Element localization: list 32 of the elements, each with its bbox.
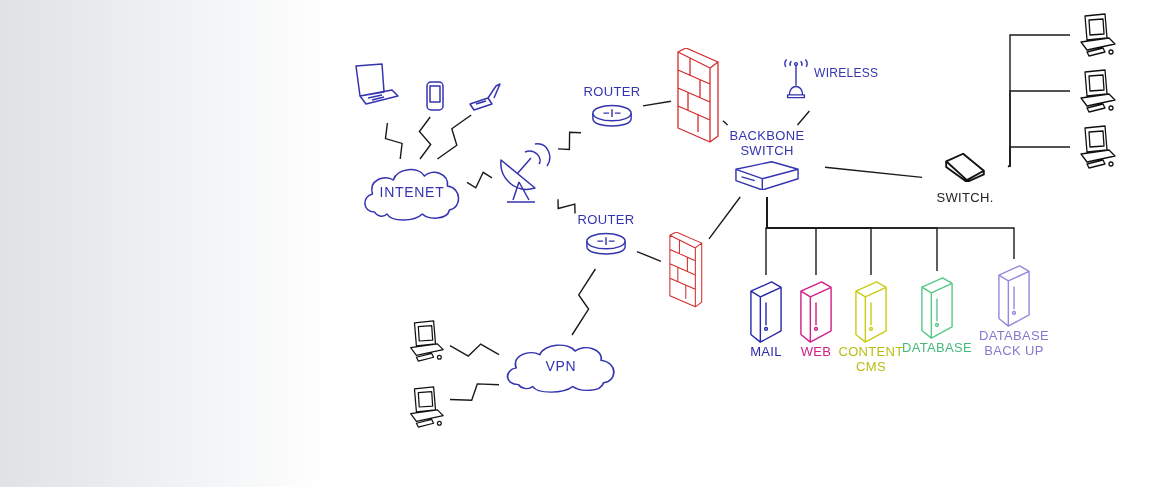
node-label: INTENET xyxy=(379,182,445,202)
node-label: DATABASE xyxy=(979,328,1049,343)
connection-line xyxy=(418,116,432,160)
node-label: WIRELESS xyxy=(814,65,879,82)
node-label: BACK UP xyxy=(984,343,1044,358)
connection-line xyxy=(824,166,923,179)
connection-line xyxy=(466,171,493,189)
connection-line xyxy=(708,196,741,240)
connection-line xyxy=(796,110,811,126)
connection-line xyxy=(557,198,576,215)
connection-line xyxy=(436,114,472,160)
connection-line xyxy=(449,383,500,401)
connection-line xyxy=(642,100,672,107)
node-label: SWITCH. xyxy=(936,190,994,205)
phone-icon xyxy=(424,80,446,114)
connection-line xyxy=(571,268,597,336)
connection-line xyxy=(722,120,729,126)
node-label: CONTENT CMS xyxy=(838,344,904,374)
node-label: BACKBONE SWITCH xyxy=(728,128,806,158)
node-label: ROUTER xyxy=(583,84,641,99)
connection-line xyxy=(449,343,500,357)
connection-line xyxy=(557,131,582,151)
connection-line xyxy=(636,250,662,262)
mobile-phone-icon xyxy=(468,82,502,112)
node-label: ROUTER xyxy=(577,212,635,227)
connection-line xyxy=(1007,146,1071,168)
node-label: WEB xyxy=(800,344,832,359)
node-label: DATABASE xyxy=(902,340,972,355)
connection-line xyxy=(766,196,1015,260)
node-label: MAIL xyxy=(750,344,782,359)
connection-line xyxy=(384,122,403,160)
node-label: VPN xyxy=(545,356,577,376)
